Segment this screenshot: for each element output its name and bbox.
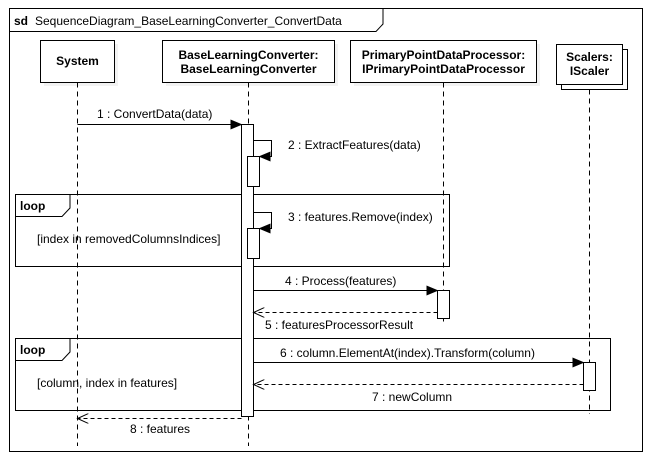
loop-1-operator: loop [20,199,45,213]
activation-converter-main [241,124,254,417]
lifeline-processor-label-1: PrimaryPointDataProcessor: [362,48,525,62]
lifeline-scalers-label-2: IScaler [570,64,610,78]
message-3-arrow [253,212,272,234]
message-3-label: 3 : features.Remove(index) [288,210,433,224]
message-4-label: 4 : Process(features) [285,274,396,288]
message-5-label: 5 : featuresProcessorResult [265,318,414,332]
frame-title: SequenceDiagram_BaseLearningConverter_Co… [35,14,342,28]
activation-converter-nested-1 [247,156,260,187]
message-8-label: 8 : features [130,422,190,436]
lifeline-system[interactable]: System [40,40,119,87]
loop-fragment-2: loop [column, index in features] [15,338,611,411]
message-6-label: 6 : column.ElementAt(index).Transform(co… [280,346,535,360]
frame-keyword: sd [14,14,28,28]
message-2-label: 2 : ExtractFeatures(data) [288,138,421,152]
message-1-label: 1 : ConvertData(data) [97,107,212,121]
lifeline-processor-label-2: IPrimaryPointDataProcessor [362,62,525,76]
lifeline-converter-label-2: BaseLearningConverter [180,62,316,76]
lifeline-system-label: System [56,54,99,68]
lifeline-converter[interactable]: BaseLearningConverter: BaseLearningConve… [162,40,339,87]
frame-tab [9,8,384,32]
message-7-label: 7 : newColumn [372,390,452,404]
lifeline-scalers-label-1: Scalers: [566,50,613,64]
loop-2-guard: [column, index in features] [37,376,177,390]
loop-2-operator: loop [20,343,45,357]
loop-fragment-1: loop [index in removedColumnsIndices] [15,194,450,267]
message-2-arrow [253,140,272,162]
activation-scalers [583,362,596,391]
activation-processor [437,290,450,319]
loop-1-guard: [index in removedColumnsIndices] [37,232,220,246]
lifeline-scalers[interactable]: Scalers: IScaler [556,44,628,90]
lifeline-converter-label-1: BaseLearningConverter: [178,48,318,62]
activation-converter-nested-2 [247,228,260,259]
lifeline-processor[interactable]: PrimaryPointDataProcessor: IPrimaryPoint… [350,40,541,87]
